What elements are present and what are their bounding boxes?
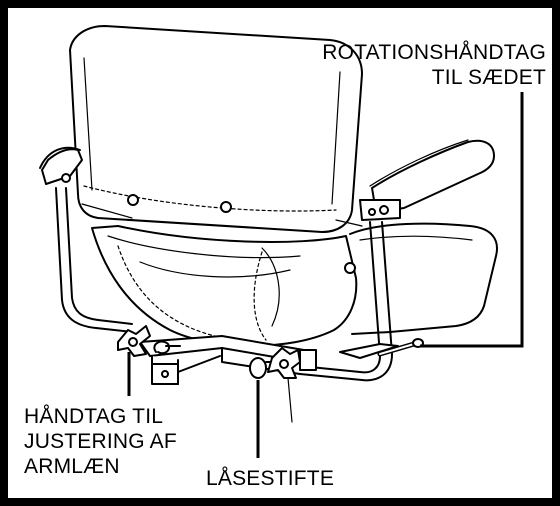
- base-bracket: [139, 335, 399, 385]
- label-rotation-handle: ROTATIONSHÅNDTAG TIL SÆDET: [322, 40, 546, 90]
- label-rotation-handle-line2: TIL SÆDET: [431, 66, 546, 89]
- armrest-right: [299, 139, 495, 382]
- seat-back: [69, 25, 363, 233]
- label-locking-pins: LÅSESTIFTE: [206, 466, 334, 491]
- label-armrest-handle-line3: ARMLÆN: [24, 455, 120, 478]
- callout-lines: [127, 92, 524, 458]
- armrest-left: [39, 146, 133, 333]
- locking-pin-left: [153, 340, 181, 355]
- rotation-handle-leader: [420, 92, 524, 348]
- label-rotation-handle-line1: ROTATIONSHÅNDTAG: [322, 41, 546, 64]
- seat-underside: [91, 225, 358, 347]
- label-locking-pins-text: LÅSESTIFTE: [206, 467, 335, 490]
- label-armrest-handle-line1: HÅNDTAG TIL: [24, 405, 164, 428]
- label-armrest-handle: HÅNDTAG TIL JUSTERING AF ARMLÆN: [24, 404, 177, 479]
- label-armrest-handle-line2: JUSTERING AF: [24, 430, 177, 453]
- seat-knob: [267, 347, 301, 423]
- seat-cushion: [349, 222, 498, 335]
- armrest-knob: [117, 325, 151, 357]
